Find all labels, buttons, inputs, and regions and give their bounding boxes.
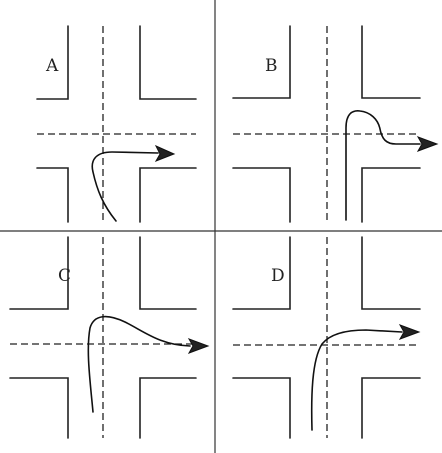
panel-a-label: A [46,56,59,76]
panel-b-label: B [265,56,278,76]
panel-a-vehicle-path [91,151,159,222]
panel-c-road [9,236,197,439]
panel-a-arrow-icon [154,144,176,162]
panel-d-arrow-icon [398,324,421,340]
panel-c-arrow-icon [187,338,210,354]
panel-a-road [36,25,197,223]
panel-d [232,236,421,439]
panel-b [232,25,439,223]
panel-a [36,25,197,223]
panel-b-vehicle-path [345,110,421,221]
panel-c-label: C [58,266,72,286]
panel-d-road [232,236,421,439]
panel-c [9,236,210,439]
panel-b-road [232,25,421,223]
panel-b-arrow-icon [416,136,439,152]
panel-d-vehicle-path [310,329,403,431]
panel-c-vehicle-path [87,315,191,413]
panel-d-label: D [271,266,285,286]
